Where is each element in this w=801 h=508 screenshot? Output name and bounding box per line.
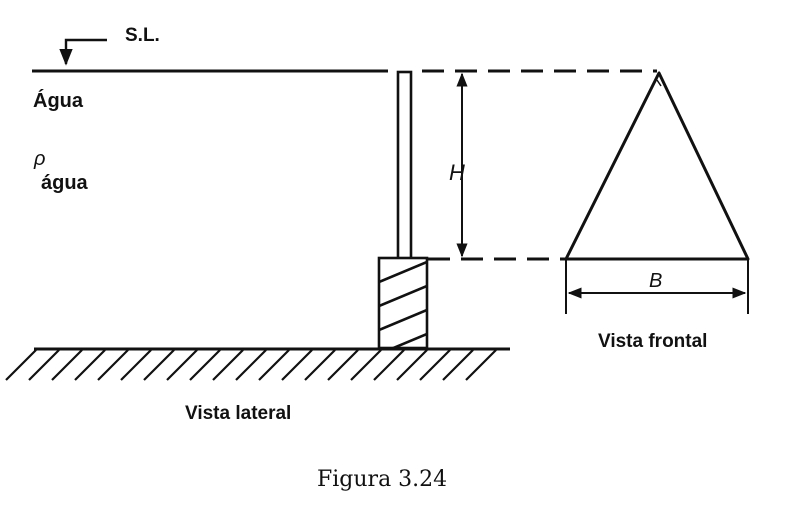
ground-hatch-stroke bbox=[281, 349, 313, 381]
surface-level-label: S.L. bbox=[125, 25, 160, 46]
side-view-label: Vista lateral bbox=[185, 403, 292, 424]
ground-hatch-stroke bbox=[51, 349, 83, 381]
support-post bbox=[377, 256, 429, 350]
ground-hatch-stroke bbox=[120, 349, 152, 381]
water-label: Água bbox=[33, 90, 83, 112]
base-dimension bbox=[565, 259, 749, 314]
ground-hatch-stroke bbox=[28, 349, 60, 381]
ground-hatch-stroke bbox=[327, 349, 359, 381]
ground-hatch-stroke bbox=[304, 349, 336, 381]
height-label: H bbox=[449, 160, 465, 185]
ground-hatch-stroke bbox=[258, 349, 290, 381]
base-label: B bbox=[649, 270, 663, 292]
ground-hatch-stroke bbox=[396, 349, 428, 381]
ground-hatch-stroke bbox=[97, 349, 129, 381]
ground-hatch-stroke bbox=[235, 349, 267, 381]
ground-hatch-stroke bbox=[5, 349, 37, 381]
rho-subscript: água bbox=[41, 172, 88, 194]
front-view-label: Vista frontal bbox=[598, 331, 708, 352]
ground-hatch-stroke bbox=[350, 349, 382, 381]
ground-hatch-stroke bbox=[143, 349, 175, 381]
ground-hatch-stroke bbox=[212, 349, 244, 381]
ground-hatch-stroke bbox=[166, 349, 198, 381]
ground bbox=[5, 347, 510, 381]
triangle-front-view bbox=[564, 71, 750, 261]
rho-symbol: ρ bbox=[34, 148, 46, 170]
ground-hatch-stroke bbox=[419, 349, 451, 381]
ground-hatch-stroke bbox=[74, 349, 106, 381]
ground-hatch-stroke bbox=[189, 349, 221, 381]
ground-hatch-stroke bbox=[442, 349, 474, 381]
plate-side-view bbox=[396, 70, 413, 261]
surface-level-indicator bbox=[59, 38, 107, 66]
ground-hatch-stroke bbox=[465, 349, 497, 381]
figure-caption: Figura 3.24 bbox=[317, 467, 448, 492]
ground-hatch-stroke bbox=[373, 349, 405, 381]
